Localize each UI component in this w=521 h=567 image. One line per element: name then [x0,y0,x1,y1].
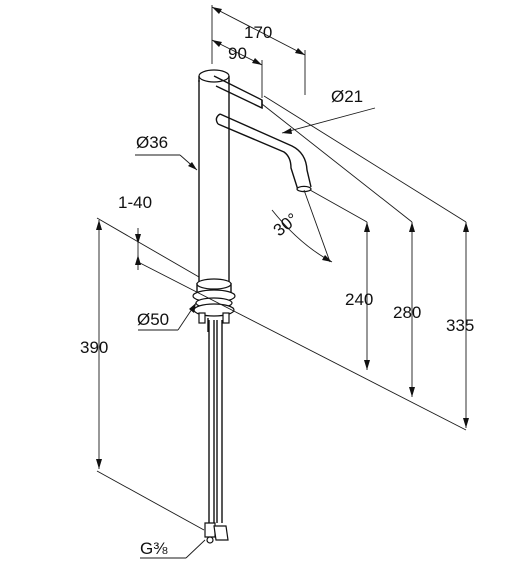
angle-30-dimension [271,189,333,263]
label-240: 240 [345,290,373,309]
top-dimensions [211,5,306,98]
dia-50-leader [138,302,197,331]
right-height-dimensions [137,95,469,431]
label-angle-30: 30° [270,209,302,240]
label-90: 90 [228,44,247,63]
thread-leader [140,539,206,559]
label-dia-36: Ø36 [136,133,168,152]
dia-21-leader [281,107,376,134]
label-1-40: 1-40 [118,193,152,212]
label-280: 280 [393,303,421,322]
label-390: 390 [80,338,108,357]
faucet-body [192,69,312,544]
label-dia-50: Ø50 [137,310,169,329]
left-height-dimensions [96,217,205,531]
dia-36-leader [135,154,198,171]
label-dia-21: Ø21 [331,87,363,106]
label-thread-g38: G⅜ [140,539,168,558]
label-335: 335 [446,316,474,335]
label-170: 170 [244,23,272,42]
